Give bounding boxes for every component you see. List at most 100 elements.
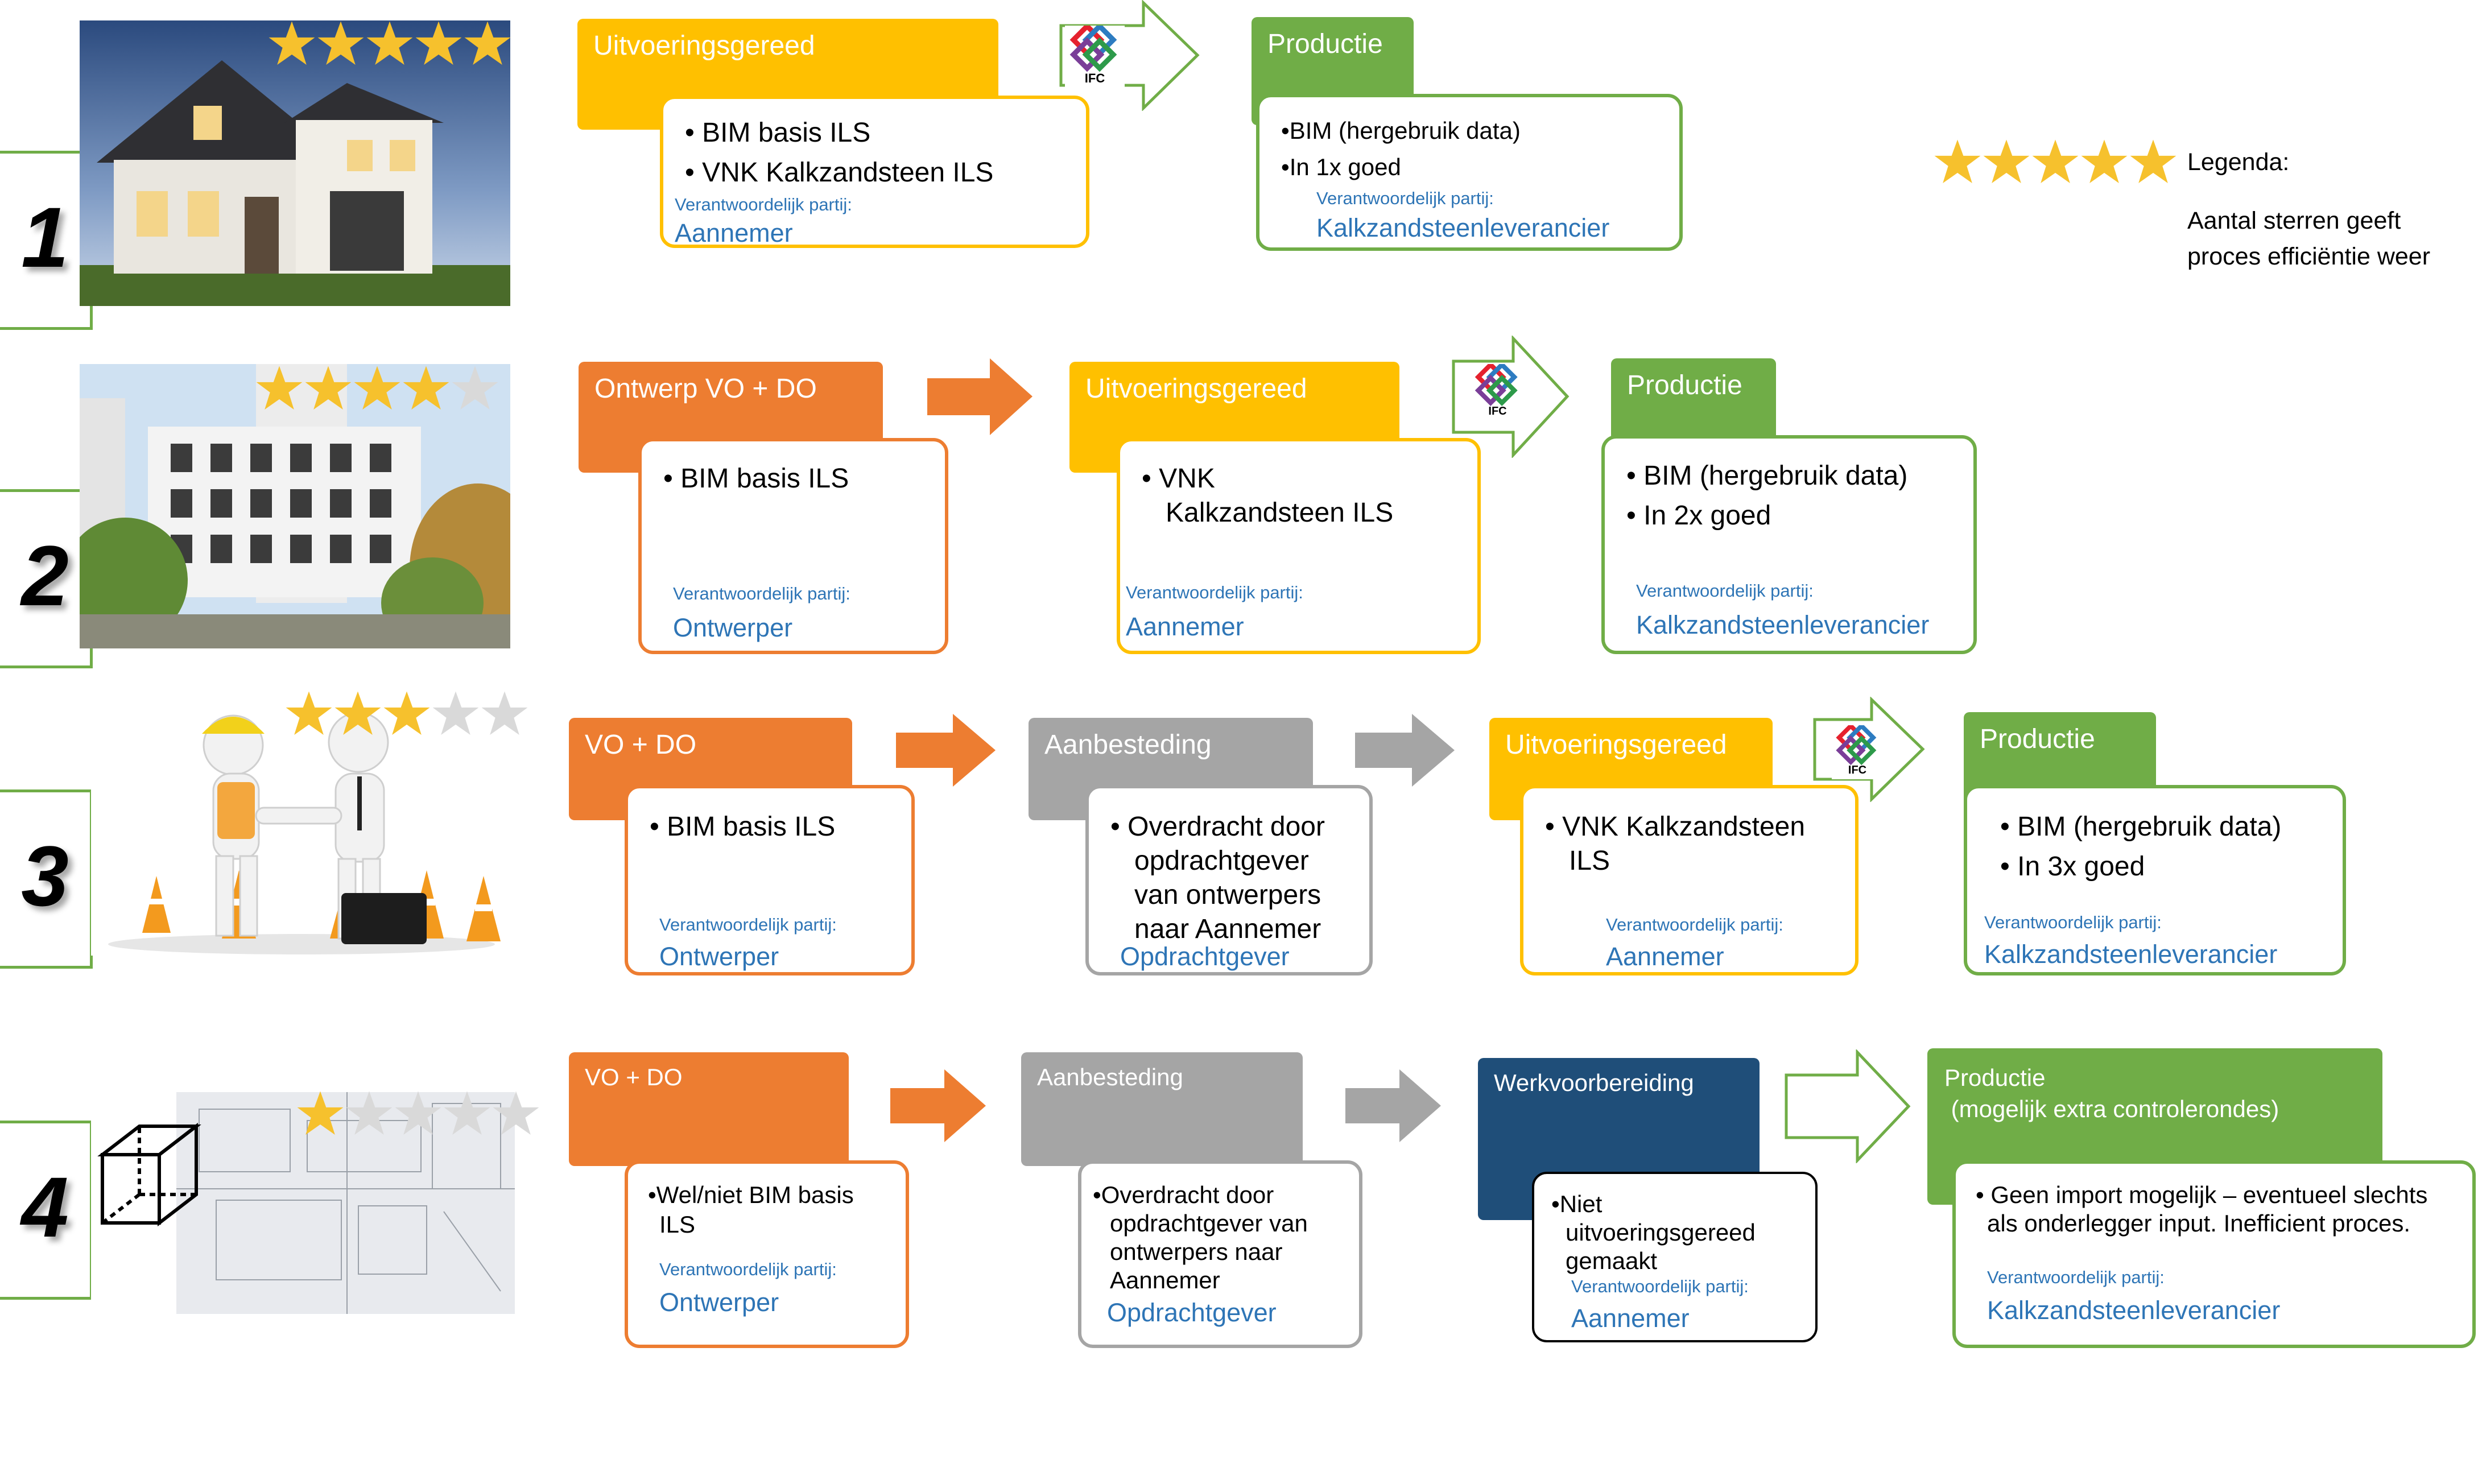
row-number-box-1: 1 [0, 151, 93, 330]
row1-step2-responsible-label: Verantwoordelijk partij: [1316, 188, 1494, 208]
star-filled-icon [366, 21, 413, 65]
row1-step2-responsible-party: Kalkzandsteenleverancier [1316, 213, 1610, 242]
star-filled-icon [269, 21, 315, 65]
row3-step4-bullet-2: • In 3x goed [2000, 851, 2145, 882]
row4-step1-bullet-1-cont: ILS [659, 1211, 696, 1238]
row3-step3-responsible-label: Verantwoordelijk partij: [1606, 915, 1783, 935]
row3-ifc-label: IFC [1848, 764, 1867, 776]
ifc-logo-icon [1475, 361, 1518, 406]
row2-ifc-logo-icon: IFC [1471, 361, 1525, 421]
row1-step1-responsible-label: Verantwoordelijk partij: [675, 195, 852, 214]
row4-step1-responsible-party: Ontwerper [659, 1288, 779, 1317]
star-rating-row-3 [284, 689, 529, 738]
row1-step1-bullet-2: • VNK Kalkzandsteen ILS [685, 158, 994, 188]
row3-step3-bullet-1: • VNK Kalkzandsteen [1545, 812, 1806, 842]
apartment-photo [80, 364, 510, 648]
row2-step2-responsible-party: Aannemer [1126, 612, 1244, 641]
row-number-box-3: 3 [0, 789, 93, 969]
star-empty-icon [432, 691, 479, 735]
row-number-box-4: 4 [0, 1121, 93, 1300]
row2-step3-title: Productie [1627, 370, 1742, 400]
star-filled-icon [1983, 139, 2030, 183]
row-number-3: 3 [21, 828, 69, 924]
star-empty-icon [493, 1091, 539, 1135]
row-number-1: 1 [21, 189, 69, 285]
row4-step4-responsible-label: Verantwoordelijk partij: [1987, 1267, 2165, 1287]
row2-step1-bullet-1: • BIM basis ILS [663, 464, 849, 494]
row2-step2-responsible-label: Verantwoordelijk partij: [1126, 582, 1303, 602]
ifc-logo-icon [1836, 722, 1877, 766]
star-rating-row-2 [255, 364, 499, 413]
row4-step2-title: Aanbesteding [1037, 1064, 1183, 1090]
row4-step1-bullet-1: •Wel/niet BIM basis [648, 1181, 854, 1208]
row3-step3-bullet-1-cont: ILS [1569, 846, 1610, 876]
row4-step2-header: Aanbesteding [1021, 1052, 1303, 1166]
row4-arrow-2 [1345, 1069, 1441, 1142]
row4-step3-bullet-1-line3: gemaakt [1566, 1247, 1658, 1274]
row3-step1-title: VO + DO [585, 730, 697, 760]
star-filled-icon [2032, 139, 2079, 183]
row4-step2-bullet-1: •Overdracht door [1093, 1181, 1274, 1208]
row1-step2-title: Productie [1267, 29, 1383, 59]
row-number-4: 4 [21, 1159, 69, 1255]
star-filled-icon [2130, 139, 2176, 183]
row4-step1-header: VO + DO [569, 1052, 849, 1166]
row2-step2-bullet-1: • VNK [1142, 464, 1215, 494]
row3-step1-bullet-1: • BIM basis ILS [650, 812, 836, 842]
star-filled-icon [256, 366, 303, 410]
star-rating-row-4 [296, 1089, 540, 1138]
star-filled-icon [383, 691, 430, 735]
row3-step2-bullet-1-line3: van ontwerpers [1134, 880, 1321, 910]
star-filled-icon [317, 21, 364, 65]
row4-step3-title: Werkvoorbereiding [1494, 1069, 1694, 1096]
row3-step4-title: Productie [1980, 724, 2095, 754]
star-filled-icon [464, 21, 511, 65]
row4-step3-responsible-label: Verantwoordelijk partij: [1571, 1276, 1749, 1296]
row3-step4-responsible-party: Kalkzandsteenleverancier [1984, 940, 2278, 969]
row4-step4-bullet-1: • Geen import mogelijk – eventueel slech… [1976, 1181, 2428, 1208]
row2-step3-bullet-1: • BIM (hergebruik data) [1626, 461, 1908, 491]
row1-step1-responsible-party: Aannemer [675, 218, 793, 247]
row2-step3-bullet-2: • In 2x goed [1626, 501, 1771, 531]
ifc-logo-icon [1069, 22, 1117, 72]
star-filled-icon [2081, 139, 2128, 183]
star-filled-icon [297, 1091, 344, 1135]
row4-step2-bullet-1-line2: opdrachtgever van [1110, 1210, 1308, 1237]
row4-step3-bullet-1-line2: uitvoeringsgereed [1566, 1219, 1756, 1246]
row3-step4-responsible-label: Verantwoordelijk partij: [1984, 912, 2162, 932]
row4-arrow-1 [890, 1069, 986, 1142]
star-empty-icon [444, 1091, 490, 1135]
row4-step1-title: VO + DO [585, 1064, 683, 1090]
star-empty-icon [452, 366, 498, 410]
row3-step2-bullet-1-line2: opdrachtgever [1134, 846, 1309, 876]
row1-ifc-label: IFC [1084, 71, 1105, 85]
star-filled-icon [334, 691, 381, 735]
row4-step3-responsible-party: Aannemer [1571, 1304, 1690, 1333]
row4-step4-responsible-party: Kalkzandsteenleverancier [1987, 1296, 2281, 1325]
row4-step4-title: Productie [1944, 1064, 2046, 1091]
star-filled-icon [1934, 139, 1981, 183]
row4-step4-bullet-1-cont: als onderlegger input. Inefficient proce… [1987, 1210, 2411, 1237]
star-filled-icon [403, 366, 449, 410]
legend-line-2: proces efficiëntie weer [2187, 243, 2431, 270]
star-filled-icon [415, 21, 462, 65]
row3-step1-responsible-label: Verantwoordelijk partij: [659, 915, 837, 935]
row4-step4-card: • Geen import mogelijk – eventueel slech… [1952, 1160, 2476, 1348]
row3-step3-responsible-party: Aannemer [1606, 942, 1724, 971]
star-rating-row-1 [267, 19, 512, 68]
row4-step1-responsible-label: Verantwoordelijk partij: [659, 1259, 837, 1279]
row4-step2-responsible-party: Opdrachtgever [1107, 1298, 1277, 1327]
star-filled-icon [305, 366, 352, 410]
row2-step1-card: • BIM basis ILS Verantwoordelijk partij:… [638, 438, 948, 654]
row3-step2-bullet-1: • Overdracht door [1110, 812, 1325, 842]
row3-ifc-logo-icon: IFC [1832, 722, 1883, 779]
row4-step4-subtitle: (mogelijk extra controlerondes) [1944, 1095, 2279, 1122]
row3-step3-card: • VNK Kalkzandsteen ILS Verantwoordelijk… [1520, 785, 1858, 975]
row3-arrow-1 [896, 714, 996, 787]
row4-step2-bullet-1-line3: ontwerpers naar [1110, 1238, 1283, 1265]
row2-arrow-1 [927, 358, 1032, 435]
row3-step2-title: Aanbesteding [1044, 730, 1212, 760]
row3-arrow-2 [1355, 714, 1455, 787]
legend-stars [1933, 138, 2178, 187]
row4-step2-card: •Overdracht door opdrachtgever van ontwe… [1078, 1160, 1362, 1348]
